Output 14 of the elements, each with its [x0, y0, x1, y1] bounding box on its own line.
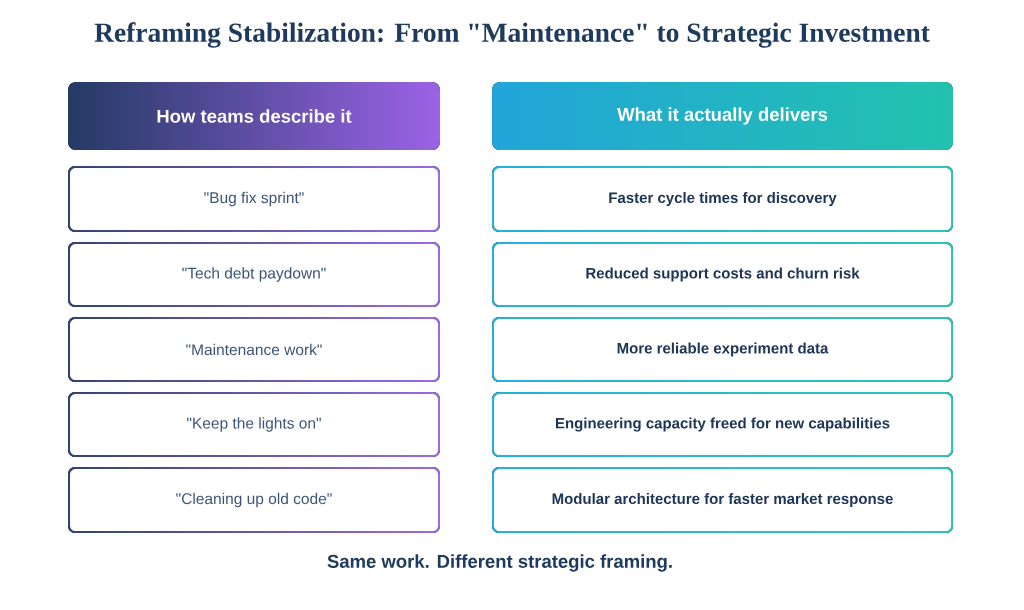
text-box: More reliable experiment data: [492, 317, 953, 382]
text-box: Modular architecture for faster market response: [492, 467, 953, 533]
text-box: "Cleaning up old code": [68, 467, 440, 533]
caption: Same work. Different strategic framing.: [327, 554, 672, 572]
column-header: How teams describe it: [68, 82, 440, 150]
text-box: "Bug fix sprint": [68, 166, 440, 232]
title: Reframing Stabilization: From "Maintenance" to Strategic Investment: [94, 22, 930, 48]
text-box: "Maintenance work": [68, 317, 440, 382]
text-box: "Keep the lights on": [68, 392, 440, 457]
text-box: Engineering capacity freed for new capabilities: [492, 392, 953, 457]
text-box: Reduced support costs and churn risk: [492, 242, 953, 307]
text-box: Faster cycle times for discovery: [492, 166, 953, 232]
column-header: What it actually delivers: [492, 82, 953, 150]
text-box: "Tech debt paydown": [68, 242, 440, 307]
